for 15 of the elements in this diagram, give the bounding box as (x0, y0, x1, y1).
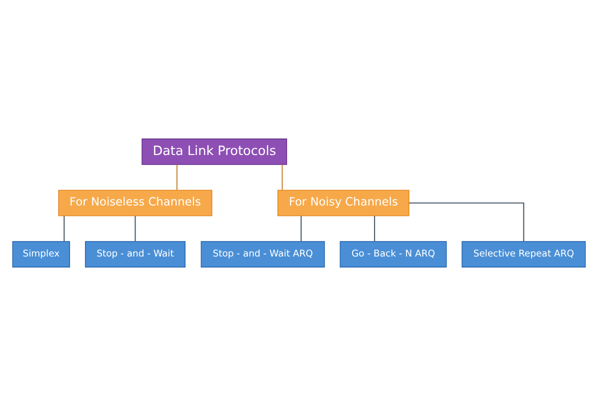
connector (282, 164, 283, 190)
connector (300, 216, 302, 242)
connector (408, 202, 524, 242)
node-box: Go - Back - N ARQ (340, 241, 447, 268)
node-box: For Noisy Channels (277, 190, 410, 216)
connector (176, 164, 178, 190)
node-box: Simplex (12, 241, 70, 268)
connector (64, 216, 65, 242)
node-box: For Noiseless Channels (58, 190, 212, 216)
node-box: Stop - and - Wait ARQ (200, 241, 325, 268)
connector (374, 216, 376, 242)
node-box: Selective Repeat ARQ (462, 241, 586, 268)
node-box: Stop - and - Wait (85, 241, 186, 268)
connector (134, 216, 136, 242)
node-box: Data Link Protocols (142, 138, 288, 165)
